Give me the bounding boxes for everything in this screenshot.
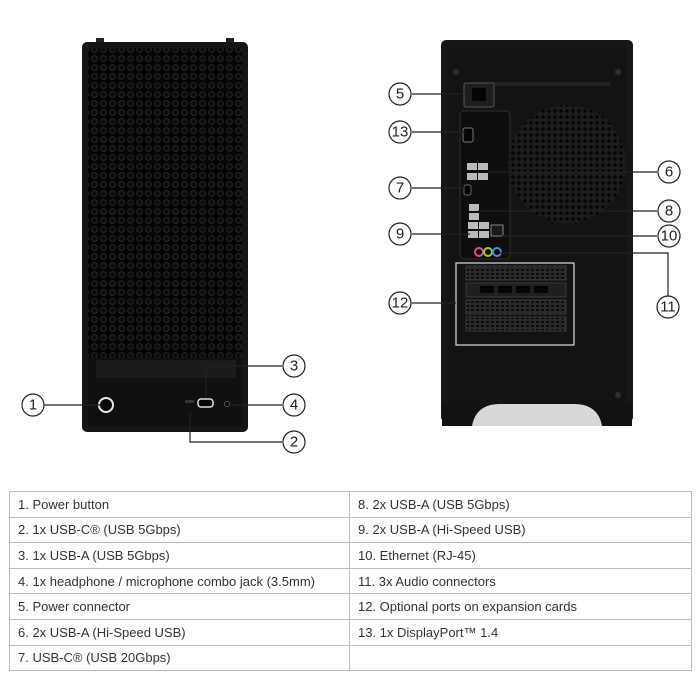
callout-7: 7 — [388, 176, 412, 200]
callout-13: 13 — [388, 120, 412, 144]
table-row: 7. USB-C® (USB 20Gbps) — [9, 644, 692, 672]
port-item-9: 9. 2x USB-A (Hi-Speed USB) — [349, 516, 692, 544]
leader-lines — [44, 93, 669, 443]
table-row: 4. 1x headphone / microphone combo jack … — [9, 567, 692, 595]
svg-text:7: 7 — [396, 180, 404, 197]
front-view — [82, 38, 248, 432]
svg-text:9: 9 — [396, 226, 404, 243]
front-mesh-panel — [88, 48, 242, 358]
svg-text:11: 11 — [660, 299, 676, 316]
audio-jack-blue — [492, 247, 502, 257]
audio-jack-front — [224, 401, 230, 407]
callout-10: 10 — [657, 224, 681, 248]
port-item-4: 4. 1x headphone / microphone combo jack … — [9, 567, 350, 595]
table-row: 3. 1x USB-A (USB 5Gbps) 10. Ethernet (RJ… — [9, 542, 692, 569]
table-row: 1. Power button 8. 2x USB-A (USB 5Gbps) — [9, 491, 692, 518]
ports-table: 1. Power button 8. 2x USB-A (USB 5Gbps) … — [9, 491, 692, 672]
table-row: 2. 1x USB-C® (USB 5Gbps) 9. 2x USB-A (Hi… — [9, 516, 692, 544]
callout-8: 8 — [657, 199, 681, 223]
displayport-icon — [462, 127, 474, 143]
pc-diagram: 1 2 3 4 5 13 7 9 12 6 8 10 — [21, 38, 681, 454]
svg-text:6: 6 — [665, 164, 673, 181]
svg-text:1: 1 — [29, 397, 37, 414]
callout-2: 2 — [282, 430, 306, 454]
table-row: 6. 2x USB-A (Hi-Speed USB) 13. 1x Displa… — [9, 618, 692, 646]
port-item-3: 3. 1x USB-A (USB 5Gbps) — [9, 542, 350, 569]
usb-c-port-front — [197, 398, 214, 408]
port-item-2: 2. 1x USB-C® (USB 5Gbps) — [9, 516, 350, 544]
power-button-icon[interactable] — [98, 397, 114, 413]
ethernet-port-icon — [490, 224, 504, 237]
svg-text:5: 5 — [396, 86, 404, 103]
port-item-6: 6. 2x USB-A (Hi-Speed USB) — [9, 618, 350, 646]
usb-a-port-rear-1 — [467, 163, 477, 170]
port-item-10: 10. Ethernet (RJ-45) — [349, 542, 692, 569]
callout-6: 6 — [657, 160, 681, 184]
svg-text:13: 13 — [392, 124, 409, 141]
callout-3: 3 — [282, 354, 306, 378]
port-item-8: 8. 2x USB-A (USB 5Gbps) — [349, 491, 692, 518]
port-item-1: 1. Power button — [9, 491, 350, 518]
callout-5: 5 — [388, 82, 412, 106]
callout-11: 11 — [656, 295, 680, 319]
port-item-12: 12. Optional ports on expansion cards — [349, 593, 692, 620]
audio-jack-pink — [474, 247, 484, 257]
port-item-11: 11. 3x Audio connectors — [349, 567, 692, 595]
callout-4: 4 — [282, 393, 306, 417]
rear-fan-grille — [508, 105, 626, 223]
usb-c-port-rear — [463, 184, 472, 196]
usb-a-port-front — [185, 400, 194, 403]
usb-a-port-rear-2 — [469, 204, 479, 211]
port-item-7: 7. USB-C® (USB 20Gbps) — [9, 644, 350, 672]
rear-view — [441, 40, 633, 426]
audio-jack-green — [483, 247, 493, 257]
callout-12: 12 — [388, 291, 412, 315]
svg-text:8: 8 — [665, 203, 673, 220]
port-item-13: 13. 1x DisplayPort™ 1.4 — [349, 618, 692, 646]
svg-text:10: 10 — [661, 228, 678, 245]
svg-text:4: 4 — [290, 397, 298, 414]
port-item-empty — [349, 644, 692, 672]
svg-text:12: 12 — [392, 295, 409, 312]
port-item-5: 5. Power connector — [9, 593, 350, 620]
callout-1: 1 — [21, 393, 45, 417]
svg-text:2: 2 — [290, 434, 298, 451]
svg-text:3: 3 — [290, 358, 298, 375]
expansion-slots-area — [455, 262, 575, 346]
callout-9: 9 — [388, 222, 412, 246]
table-row: 5. Power connector 12. Optional ports on… — [9, 593, 692, 620]
